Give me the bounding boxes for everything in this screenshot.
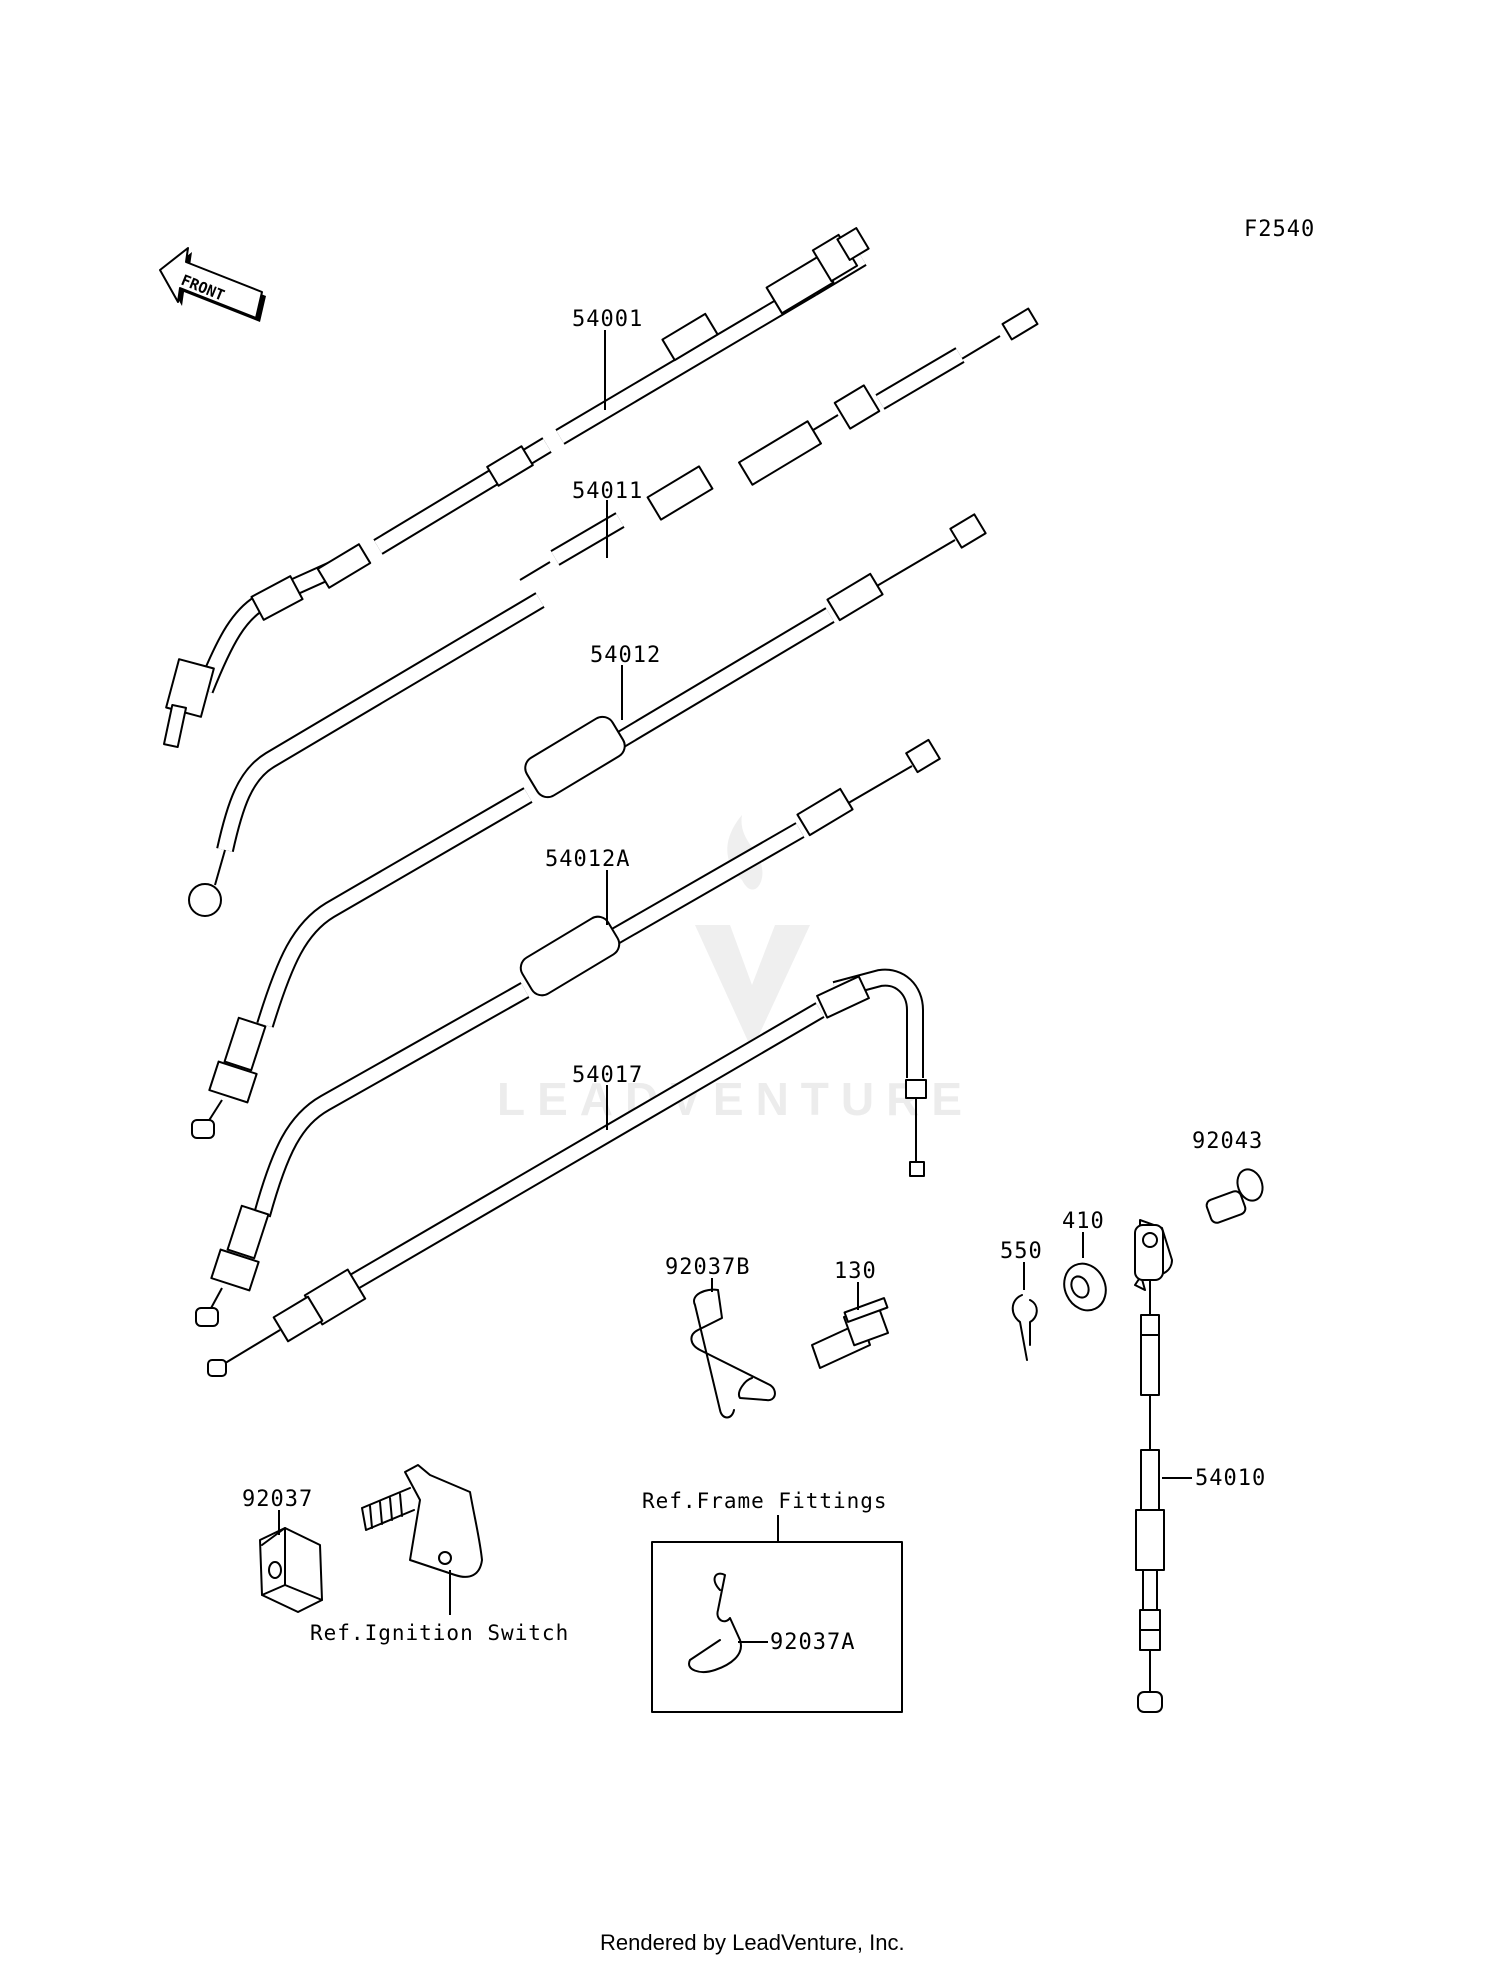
label-54012A: 54012A <box>545 847 630 872</box>
label-92037B: 92037B <box>665 1255 750 1280</box>
label-54001: 54001 <box>572 307 643 332</box>
cable-54001 <box>162 227 870 749</box>
label-54010: 54010 <box>1195 1466 1266 1491</box>
cable-54012 <box>191 513 987 1139</box>
label-54012: 54012 <box>590 643 661 668</box>
cable-54017 <box>207 968 927 1377</box>
label-92037A: 92037A <box>770 1630 855 1655</box>
ref-frame-fittings: Ref.Frame Fittings <box>642 1489 888 1513</box>
label-130: 130 <box>834 1259 877 1284</box>
washer-410 <box>1063 1262 1107 1312</box>
watermark: LEADVENTURE <box>497 815 974 1125</box>
clip-92037A <box>688 1572 742 1673</box>
diagram-code: F2540 <box>1244 217 1315 242</box>
cotter-pin-550 <box>1011 1294 1038 1361</box>
clamp-92037 <box>259 1527 323 1613</box>
label-92043: 92043 <box>1192 1129 1263 1154</box>
label-54011: 54011 <box>572 479 643 504</box>
cable-54012A <box>195 738 941 1327</box>
cable-54010 <box>1134 1219 1173 1713</box>
watermark-text: LEADVENTURE <box>497 1073 974 1125</box>
frame-fittings-box <box>651 1541 903 1713</box>
front-arrow-icon: FRONT <box>159 247 266 322</box>
pin-92043 <box>1205 1168 1264 1224</box>
label-92037: 92037 <box>242 1487 313 1512</box>
cable-54011 <box>188 307 1039 917</box>
bolt-130 <box>811 1297 890 1369</box>
ref-ignition-switch: Ref.Ignition Switch <box>310 1621 569 1645</box>
label-54017: 54017 <box>572 1063 643 1088</box>
ignition-bracket <box>361 1464 483 1578</box>
clip-92037B <box>690 1288 776 1419</box>
label-410: 410 <box>1062 1209 1105 1234</box>
label-550: 550 <box>1000 1239 1043 1264</box>
footer-credit: Rendered by LeadVenture, Inc. <box>600 1930 905 1955</box>
